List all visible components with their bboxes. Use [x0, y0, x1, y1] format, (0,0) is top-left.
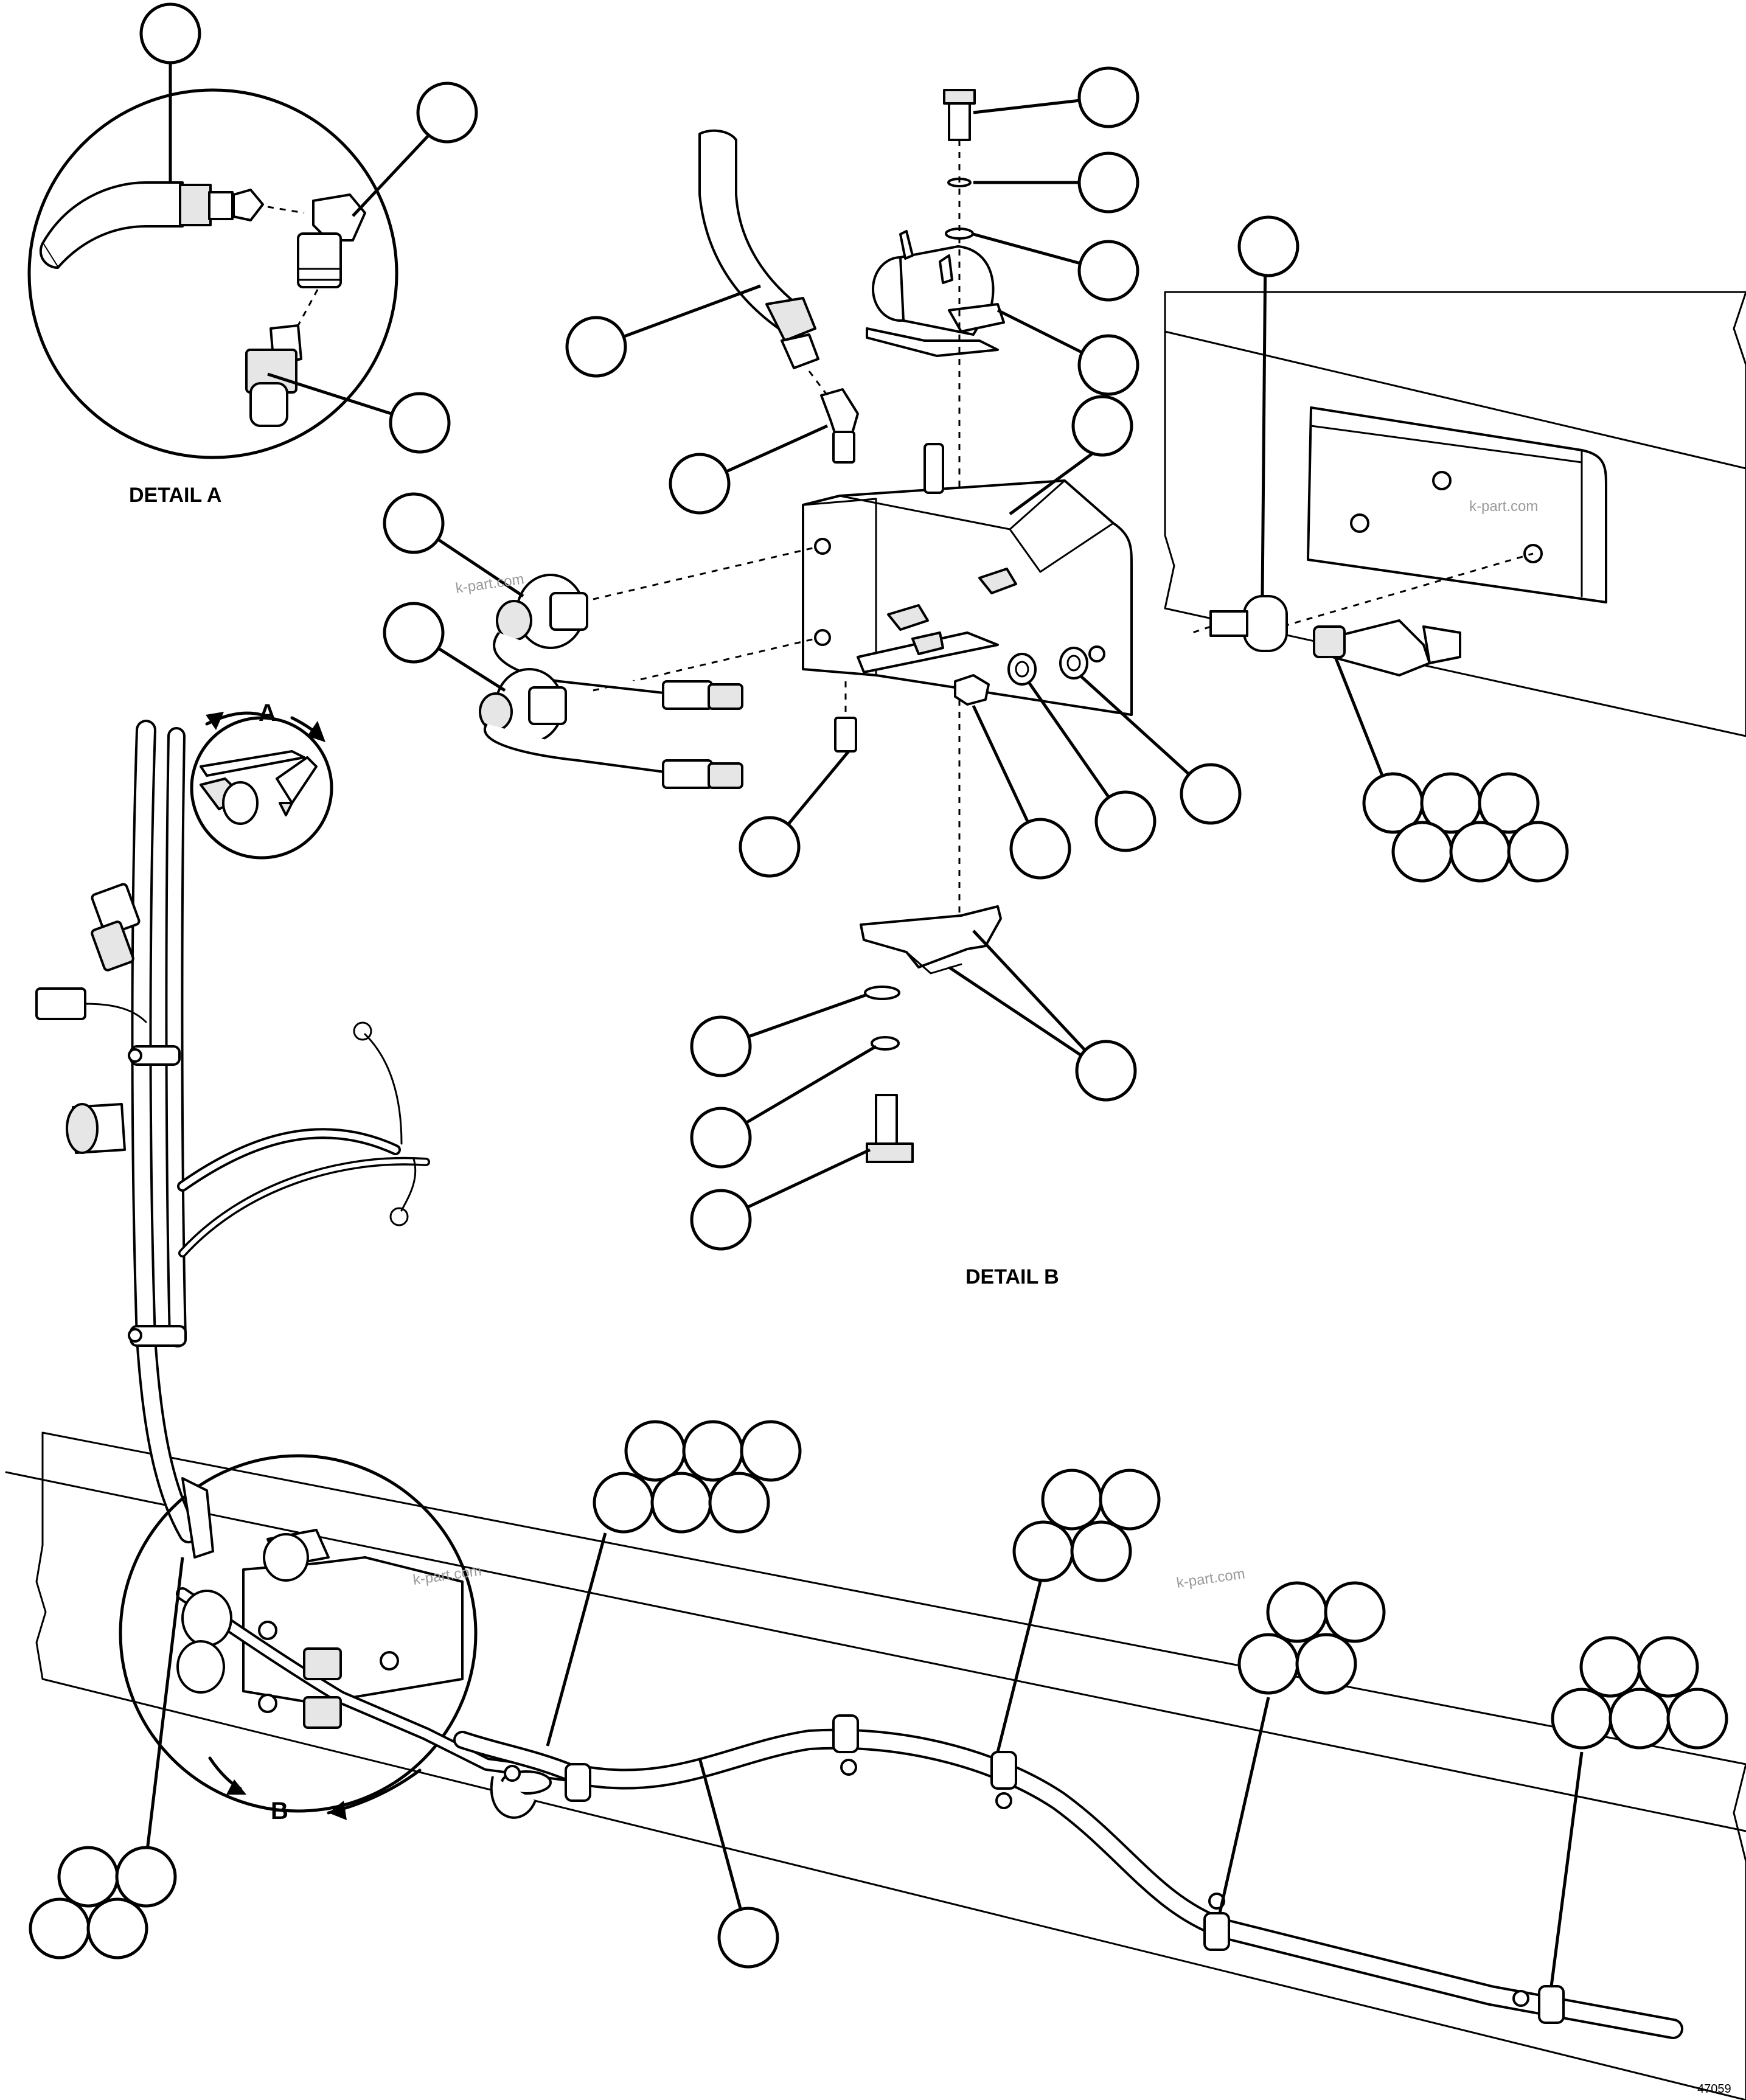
callout-balloon — [1449, 821, 1511, 883]
callout-balloons — [29, 2, 1728, 1987]
callout-balloon — [1012, 1520, 1074, 1582]
callout-balloon — [115, 1846, 177, 1908]
detail-a-label: DETAIL A — [129, 484, 221, 507]
callout-balloon — [1478, 772, 1540, 834]
callout-balloon — [624, 1420, 686, 1482]
callout-balloon — [739, 816, 801, 878]
callout-balloon — [389, 392, 451, 454]
callout-balloon — [1070, 1520, 1132, 1582]
callout-balloon — [1071, 395, 1133, 457]
callout-balloon — [1094, 790, 1156, 852]
callout-balloon — [690, 1015, 752, 1077]
callout-balloon — [717, 1907, 779, 1969]
callout-balloon — [1237, 1633, 1299, 1695]
callout-balloon — [1041, 1469, 1103, 1531]
callout-balloon — [57, 1846, 119, 1908]
view-a-label: A — [259, 700, 276, 726]
callout-balloon — [1637, 1636, 1699, 1698]
harness-assembly — [5, 711, 1746, 2100]
callout-balloon — [1551, 1688, 1613, 1750]
callout-balloon — [690, 1189, 752, 1251]
callout-balloon — [1666, 1688, 1728, 1750]
callout-balloon — [1099, 1469, 1161, 1531]
callout-balloon — [669, 453, 731, 515]
watermark: k-part.com — [1175, 1565, 1246, 1591]
callout-balloon — [1295, 1633, 1357, 1695]
callout-balloon — [29, 1897, 91, 1959]
callout-balloon — [1077, 240, 1139, 302]
callout-balloon — [1077, 334, 1139, 396]
callout-balloon — [740, 1420, 802, 1482]
callout-balloon — [682, 1420, 744, 1482]
callout-balloon — [416, 82, 478, 144]
callout-balloon — [1237, 215, 1299, 277]
detail-b-view — [479, 89, 1746, 1163]
callout-balloon — [1077, 151, 1139, 214]
callout-balloon — [1266, 1581, 1328, 1643]
callout-balloon — [1507, 821, 1569, 883]
callout-balloon — [1324, 1581, 1386, 1643]
callout-balloon — [139, 2, 201, 64]
callout-balloon — [1009, 818, 1071, 880]
callout-balloon — [593, 1472, 655, 1534]
callout-balloon — [650, 1472, 712, 1534]
callout-balloon — [1391, 821, 1453, 883]
callout-balloon — [1579, 1636, 1641, 1698]
view-b-label: B — [271, 1798, 288, 1824]
callout-balloon — [1075, 1040, 1137, 1102]
callout-balloon — [1609, 1688, 1671, 1750]
callout-balloon — [383, 602, 445, 664]
callout-balloon — [1180, 763, 1242, 825]
callout-balloon — [565, 316, 627, 378]
callout-balloon — [690, 1107, 752, 1169]
callout-balloon — [1077, 66, 1139, 128]
detail-b-label: DETAIL B — [965, 1265, 1059, 1288]
drawing-number: 47059 — [1697, 2082, 1731, 2096]
callout-balloon — [383, 492, 445, 554]
callout-balloon — [86, 1897, 148, 1959]
detail-a-view — [27, 88, 398, 459]
watermark: k-part.com — [1469, 498, 1538, 515]
callout-balloon — [708, 1472, 770, 1534]
